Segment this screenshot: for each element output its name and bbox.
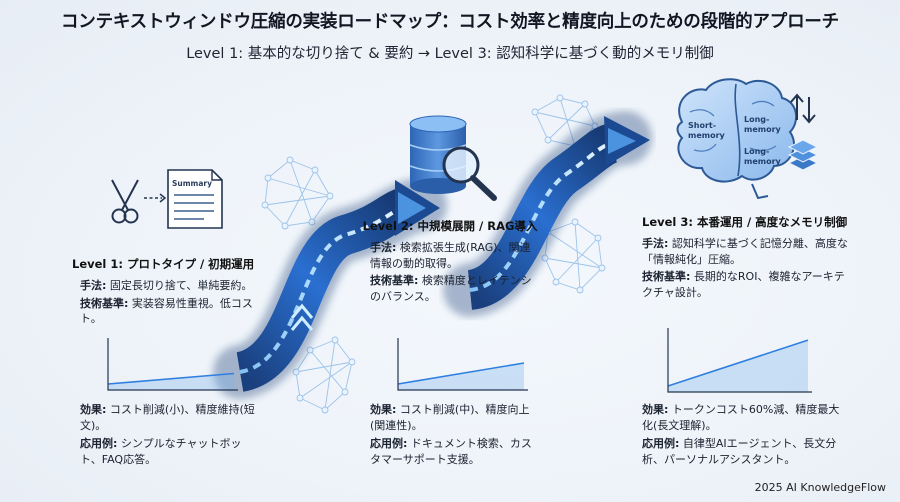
- level1-title: Level 1: プロトタイプ / 初期運用: [72, 257, 255, 271]
- summary-document-icon: Summary: [167, 169, 223, 229]
- long-memory-label-1: Long-memory: [744, 115, 782, 134]
- level1-use: シンプルなチャットボット、FAQ応答。: [80, 437, 242, 466]
- level3-effect-chart: [667, 328, 812, 393]
- level3-method: 認知科学に基づく記憶分離、高度な「情報純化」圧縮。: [642, 237, 848, 266]
- level1-effect-panel: 効果: コスト削減(小)、精度維持(短文)。 応用例: シンプルなチャットボット…: [80, 402, 260, 467]
- level2-effect-chart: [397, 338, 528, 391]
- level3-use-label: 応用例:: [642, 437, 680, 450]
- level1-tech: 実装容易性重視。低コスト。: [80, 296, 253, 326]
- level3-tech-label: 技術基準:: [642, 270, 691, 283]
- level3-effect: トークンコスト60%減、精度最大化(長文理解)。: [642, 403, 840, 432]
- footer-credit: 2025 AI KnowledgeFlow: [754, 481, 886, 494]
- level1-tech-label: 技術基準:: [80, 296, 129, 310]
- up-down-arrows-icon: [790, 93, 816, 124]
- effect-chart-line: [397, 362, 525, 385]
- level2-title: Level 2: 中規模展開 / RAG導入: [362, 219, 538, 233]
- level1-method: 固定長切り捨て、単純要約。: [109, 279, 253, 292]
- network-graphic-left: [261, 156, 334, 230]
- brain-memory-icon: Short-memory Long-memory Long-memory: [676, 78, 798, 200]
- scissors-icon: [111, 179, 139, 224]
- level2-method: 検索拡張生成(RAG)、関連情報の動的取得。: [370, 241, 531, 270]
- effect-chart-area: [108, 373, 234, 390]
- effect-chart-line: [107, 372, 235, 385]
- level1-effect-label: 効果:: [80, 403, 107, 416]
- effect-chart-axes: [107, 338, 238, 391]
- level3-title: Level 3: 本番運用 / 高度なメモリ制御: [642, 215, 848, 229]
- page-title: コンテキストウィンドウ圧縮の実装ロードマップ：コスト効率と精度向上のための段階的…: [61, 12, 839, 32]
- effect-chart-axes: [397, 338, 528, 391]
- effect-chart-area: [398, 363, 524, 390]
- level2-use-label: 応用例:: [370, 437, 408, 450]
- summary-icon-label: Summary: [172, 179, 212, 188]
- level3-effect-label: 効果:: [642, 403, 669, 416]
- level3-effect-panel: 効果: トークンコスト60%減、精度最大化(長文理解)。 応用例: 自律型AIエ…: [642, 402, 842, 467]
- level1-method-label: 手法:: [80, 279, 107, 292]
- effect-chart-area: [668, 340, 808, 392]
- database-search-icon: [409, 115, 497, 201]
- level3-tech: 長期的なROI、複雑なアーキテクチャ設計。: [642, 270, 845, 299]
- level2-panel: Level 2: 中規模展開 / RAG導入 手法: 検索拡張生成(RAG)、関…: [362, 218, 538, 304]
- level3-use: 自律型AIエージェント、長文分析、パーソナルアシスタント。: [642, 437, 837, 466]
- level1-use-label: 応用例:: [80, 437, 118, 450]
- level2-tech: 検索精度とレイテンシのバランス。: [370, 274, 532, 303]
- effect-chart-axes: [667, 328, 812, 393]
- level2-tech-label: 技術基準:: [370, 274, 419, 287]
- effect-chart-line: [667, 339, 809, 387]
- level1-effect: コスト削減(小)、精度維持(短文)。: [80, 403, 255, 432]
- level3-panel: Level 3: 本番運用 / 高度なメモリ制御 手法: 認知科学に基づく記憶分…: [642, 214, 852, 300]
- level2-effect: コスト削減(中)、精度向上(関連性)。: [370, 403, 530, 432]
- level1-effect-chart: [107, 338, 238, 391]
- page-subtitle: Level 1: 基本的な切り捨て & 要約 → Level 3: 認知科学に基…: [186, 46, 714, 62]
- short-memory-label: Short-memory: [688, 121, 726, 140]
- level1-panel: Level 1: プロトタイプ / 初期運用 手法: 固定長切り捨て、単純要約。…: [72, 256, 272, 327]
- layers-icon: [787, 139, 819, 171]
- level2-use: ドキュメント検索、カスタマーサポート支援。: [370, 437, 532, 466]
- progress-flow-arrow: [213, 111, 652, 399]
- level2-method-label: 手法:: [370, 241, 397, 254]
- level2-effect-panel: 効果: コスト削減(中)、精度向上(関連性)。 応用例: ドキュメント検索、カス…: [370, 402, 542, 467]
- long-memory-label-2: Long-memory: [744, 147, 782, 166]
- network-graphic-bottom: [292, 336, 356, 414]
- level3-method-label: 手法:: [642, 237, 669, 250]
- level2-effect-label: 効果:: [370, 403, 397, 416]
